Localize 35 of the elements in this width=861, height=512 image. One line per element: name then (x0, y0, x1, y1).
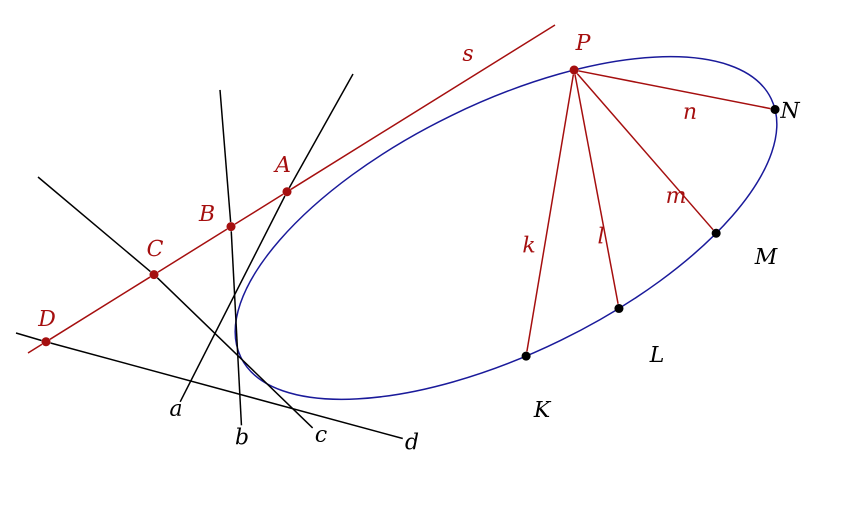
point-label: B (198, 204, 214, 222)
line-segment (234, 194, 284, 225)
line (16, 332, 42, 342)
point-label: D (38, 310, 55, 326)
line-segment (230, 231, 242, 426)
line (290, 24, 556, 190)
line (28, 344, 42, 354)
line-segment (576, 73, 714, 230)
point-label: C (148, 240, 163, 256)
line-segment (526, 74, 574, 352)
line-label: a (170, 404, 182, 416)
line (38, 176, 151, 272)
edge-label: k (523, 236, 534, 252)
point-label: N (780, 102, 800, 118)
line-segment (180, 196, 286, 402)
line-segment (50, 276, 150, 340)
line-segment (574, 74, 619, 304)
point-label: A (273, 156, 290, 172)
line-segment (156, 277, 314, 428)
line-segment (578, 70, 771, 110)
line-label: d (405, 432, 418, 450)
line-label: b (236, 427, 248, 445)
edge-label: m (667, 191, 685, 203)
line (288, 74, 354, 188)
edge-label: l (598, 226, 604, 244)
line (219, 90, 232, 222)
point-label: L (649, 346, 664, 362)
point-label: M (754, 248, 778, 264)
line-segment (158, 228, 228, 273)
edge-label: n (684, 107, 696, 119)
line-segment (50, 342, 403, 440)
point-label: P (575, 34, 590, 50)
line-label: c (316, 430, 327, 442)
point-label: K (533, 400, 552, 418)
edge-label: s (462, 48, 473, 62)
